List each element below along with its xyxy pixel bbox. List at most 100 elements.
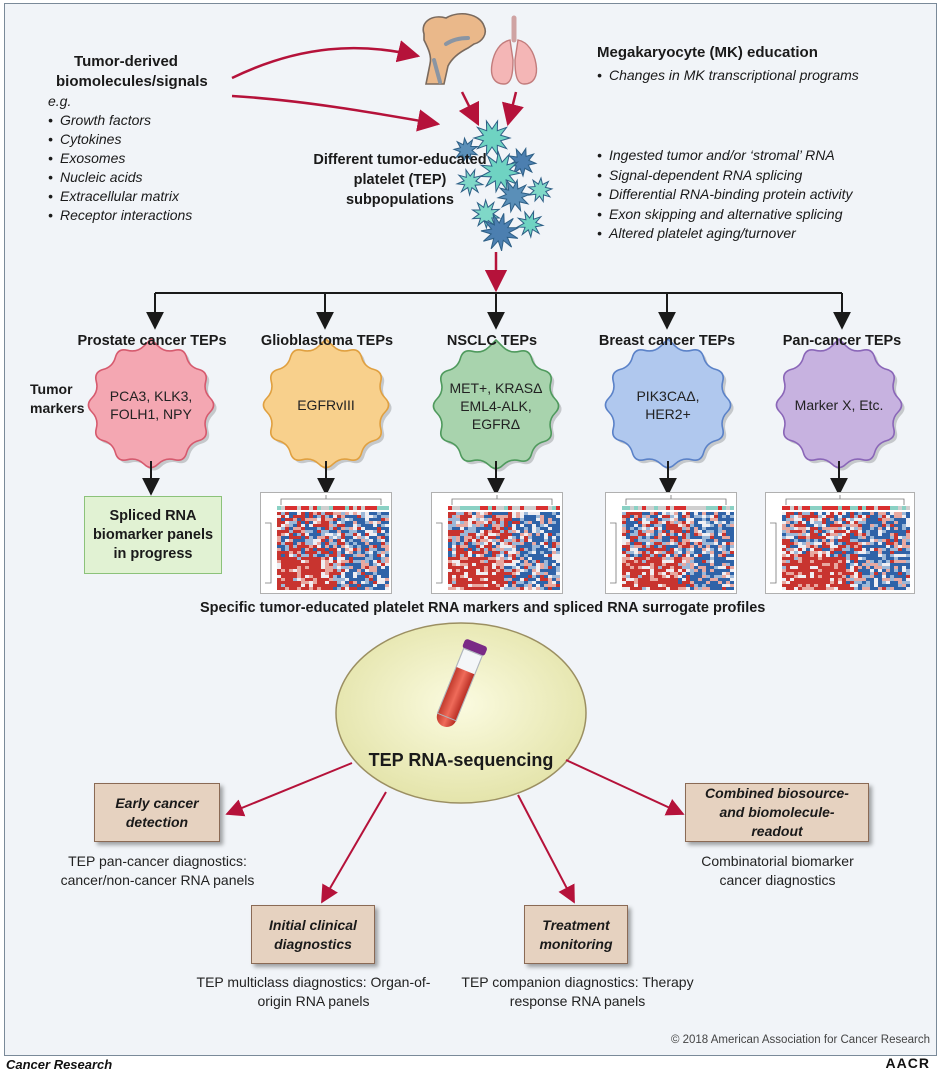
heatmap-cell (464, 587, 468, 590)
heatmap-cell (850, 551, 854, 554)
heatmap-cell (353, 521, 357, 524)
heatmap-cell (313, 542, 317, 545)
heatmap-cell (834, 581, 838, 584)
heatmap-cell (682, 518, 686, 521)
tumor-markers-label: Tumor markers (30, 381, 85, 416)
heatmap-cell (464, 518, 468, 521)
heatmap-cell (898, 533, 902, 536)
heatmap-cell (460, 575, 464, 578)
heatmap-cell (686, 578, 690, 581)
heatmap-cell (520, 542, 524, 545)
heatmap-cell (718, 536, 722, 539)
heatmap-cell (894, 581, 898, 584)
heatmap-cell (854, 563, 858, 566)
heatmap-cell (480, 551, 484, 554)
heatmap-cell (838, 536, 842, 539)
heatmap-cell (810, 530, 814, 533)
heatmap-cell (898, 518, 902, 521)
heatmap-cell (678, 581, 682, 584)
heatmap-cell (480, 578, 484, 581)
heatmap-cell (794, 533, 798, 536)
heatmap-cell (476, 524, 480, 527)
heatmap-cell (357, 563, 361, 566)
heatmap-cell (349, 557, 353, 560)
heatmap-cell (838, 575, 842, 578)
heatmap-cell (468, 548, 472, 551)
heatmap-cell (544, 521, 548, 524)
heatmap-cell (890, 578, 894, 581)
heatmap-cell (662, 584, 666, 587)
heatmap-cell (646, 524, 650, 527)
heatmap-annotation (524, 506, 528, 510)
heatmap-cell (674, 581, 678, 584)
heatmap-cell (782, 587, 786, 590)
heatmap-cell (822, 587, 826, 590)
heatmap-cell (806, 533, 810, 536)
heatmap-annotation (345, 506, 349, 510)
heatmap-cell (798, 569, 802, 572)
heatmap-cell (512, 548, 516, 551)
heatmap-cell (886, 557, 890, 560)
heatmap-cell (854, 527, 858, 530)
heatmap-cell (496, 515, 500, 518)
heatmap-cell (365, 548, 369, 551)
heatmap-cell (906, 539, 910, 542)
heatmap-cell (678, 515, 682, 518)
heatmap-cell (468, 587, 472, 590)
heatmap-cell (476, 539, 480, 542)
heatmap-cell (786, 581, 790, 584)
heatmap-cell (285, 545, 289, 548)
heatmap-cell (714, 518, 718, 521)
heatmap-cell (666, 554, 670, 557)
heatmap-cell (504, 560, 508, 563)
heatmap-cell (285, 584, 289, 587)
heatmap-cell (333, 560, 337, 563)
heatmap-cell (726, 521, 730, 524)
heatmap-cell (726, 554, 730, 557)
heatmap-cell (329, 563, 333, 566)
heatmap-cell (516, 533, 520, 536)
heatmap-cell (381, 569, 385, 572)
heatmap-cell (730, 530, 734, 533)
heatmap-cell (468, 518, 472, 521)
heatmap-cell (878, 518, 882, 521)
heatmap-cell (341, 551, 345, 554)
heatmap-cell (682, 536, 686, 539)
heatmap-cell (786, 545, 790, 548)
heatmap-cell (345, 587, 349, 590)
heatmap-cell (536, 515, 540, 518)
heatmap-cell (838, 539, 842, 542)
heatmap-cell (552, 545, 556, 548)
heatmap-cell (452, 548, 456, 551)
heatmap-cell (293, 518, 297, 521)
heatmap-cell (838, 545, 842, 548)
heatmap-cell (874, 530, 878, 533)
heatmap-cell (890, 536, 894, 539)
heatmap-cell (790, 587, 794, 590)
heatmap-cell (512, 521, 516, 524)
heatmap-cell (516, 548, 520, 551)
heatmap-cell (536, 557, 540, 560)
heatmap-cell (902, 566, 906, 569)
heatmap-annotation (814, 506, 818, 510)
heatmap-cell (906, 536, 910, 539)
heatmap-cell (814, 512, 818, 515)
heatmap-cell (826, 542, 830, 545)
heatmap-cell (702, 584, 706, 587)
heatmap-cell (456, 563, 460, 566)
heatmap-annotation (726, 506, 730, 510)
heatmap-cell (357, 557, 361, 560)
heatmap-cell (898, 584, 902, 587)
heatmap-cell (686, 551, 690, 554)
heatmap-cell (902, 572, 906, 575)
heatmap-cell (361, 521, 365, 524)
heatmap-cell (782, 551, 786, 554)
heatmap-cell (365, 527, 369, 530)
heatmap-cell (802, 557, 806, 560)
heatmap-cell (353, 518, 357, 521)
heatmap-cell (726, 542, 730, 545)
heatmap-cell (674, 542, 678, 545)
heatmap-cell (822, 560, 826, 563)
heatmap-cell (277, 551, 281, 554)
heatmap-cell (349, 560, 353, 563)
